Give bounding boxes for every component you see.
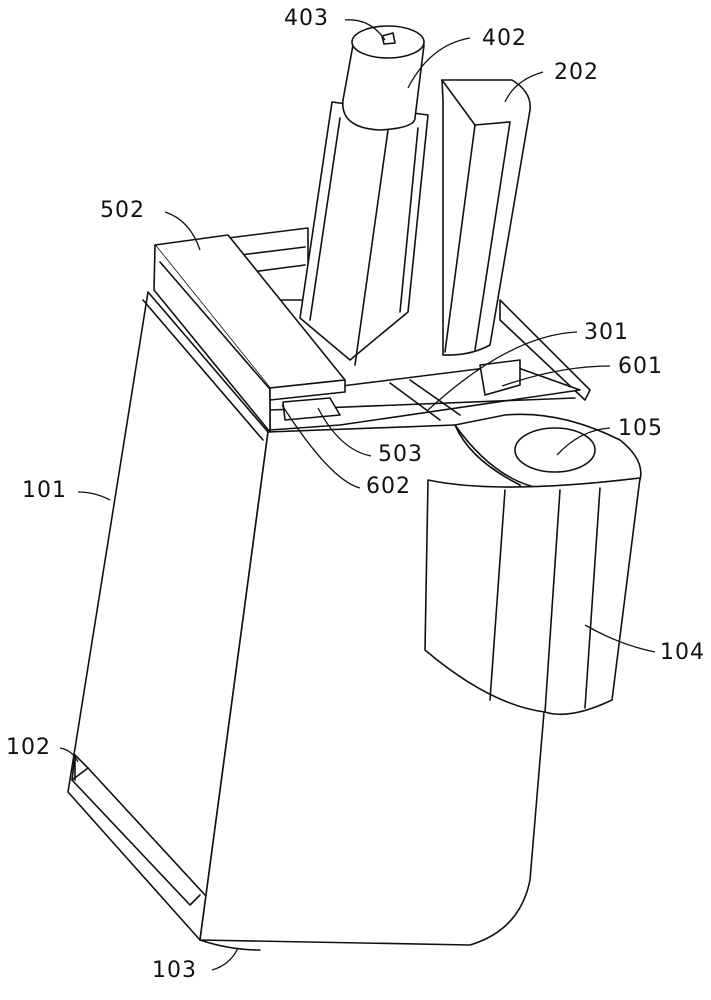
socket-403 [381,32,396,45]
label-102: 102 [6,735,51,760]
label-402: 402 [482,26,527,51]
label-104: 104 [660,640,705,665]
leader-lines [59,19,656,971]
label-101: 101 [22,478,67,503]
label-503: 503 [378,442,423,467]
label-403: 403 [284,6,329,31]
label-601: 601 [618,354,663,379]
guide-prism-202 [441,79,531,356]
label-103: 103 [152,958,197,983]
label-202: 202 [554,60,599,85]
label-502: 502 [100,198,145,223]
plate-502 [153,234,346,433]
label-602: 602 [366,474,411,499]
window-102 [71,754,206,906]
label-105: 105 [618,416,663,441]
lug-105 [454,413,642,492]
label-301: 301 [584,320,629,345]
actuator-402 [299,25,429,366]
cylinder-104 [424,477,641,716]
